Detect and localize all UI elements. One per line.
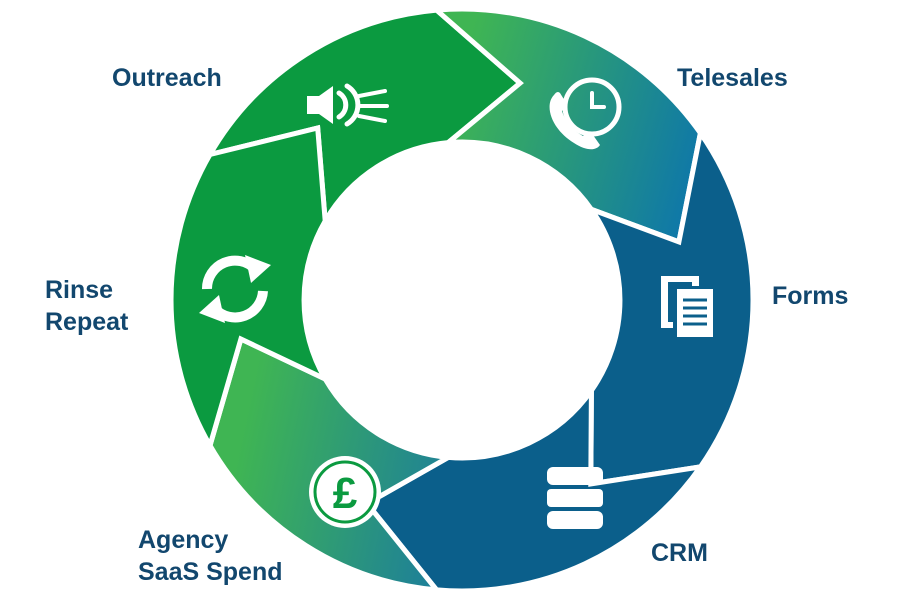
telesales-label: Telesales	[677, 64, 788, 92]
rinse-label-line2: Repeat	[45, 308, 129, 336]
agency-label-line2: SaaS Spend	[138, 558, 283, 586]
step-label-outreach: Outreach	[112, 62, 222, 94]
step-label-telesales: Telesales	[677, 62, 788, 94]
segment-rinse	[168, 124, 332, 452]
forms-label: Forms	[772, 282, 849, 310]
outreach-label: Outreach	[112, 64, 222, 92]
rinse-label-line1: Rinse	[45, 276, 114, 304]
agency-label-line1: Agency	[138, 526, 229, 554]
svg-text:£: £	[333, 469, 358, 518]
pound-coin-icon: £	[309, 456, 381, 528]
database-icon	[547, 467, 603, 529]
megaphone-icon	[307, 83, 389, 127]
refresh-icon	[199, 255, 271, 323]
documents-icon	[661, 276, 715, 340]
step-label-crm: CRM	[651, 537, 708, 569]
step-label-agency-saas-spend: Agency SaaS Spend	[138, 524, 283, 588]
crm-label: CRM	[651, 539, 708, 567]
step-label-forms: Forms	[772, 280, 848, 312]
step-label-rinse-repeat: Rinse Repeat	[45, 274, 128, 338]
phone-clock-icon	[549, 77, 622, 150]
